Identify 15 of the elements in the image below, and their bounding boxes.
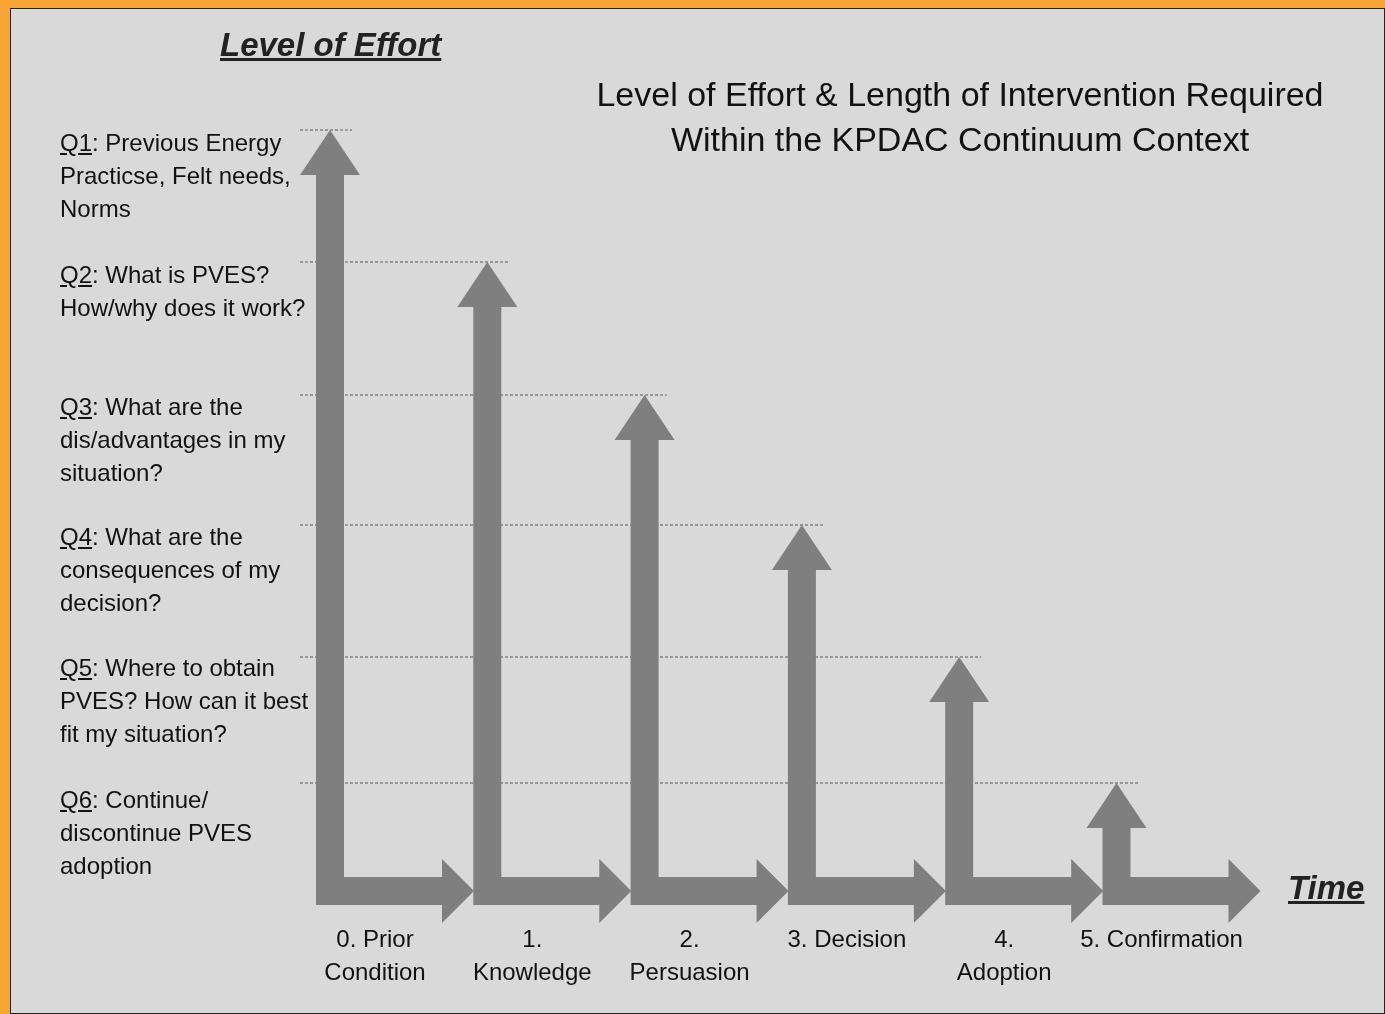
axis-label: Level of Effort — [220, 26, 442, 64]
stage-label: 5. Confirmation — [1079, 924, 1244, 954]
question-text: Q1: Previous Energy Practicse, Felt needs, Norms — [60, 128, 292, 224]
diagram-title: Level of Effort & Length of Intervention Required Within the KPDAC Continuum Context — [595, 74, 1325, 160]
question-text: Q4: What are the consequences of my decision? — [60, 522, 282, 618]
stage-label: 2. Persuasion — [628, 924, 751, 987]
stage-label: 0. Prior Condition — [323, 924, 427, 987]
axis-label: Time — [1288, 869, 1365, 907]
stage-label: 1. Knowledge — [471, 924, 593, 987]
question-text: Q3: What are the dis/advantages in my situation? — [60, 392, 287, 488]
question-text: Q2: What is PVES? How/why does it work? — [60, 260, 307, 323]
stage-label: 4. Adoption — [955, 924, 1053, 987]
question-text: Q5: Where to obtain PVES? How can it best fit my situation? — [60, 653, 310, 749]
question-text: Q6: Continue/ discontinue PVES adoption — [60, 785, 254, 881]
stage-label: 3. Decision — [786, 924, 907, 954]
